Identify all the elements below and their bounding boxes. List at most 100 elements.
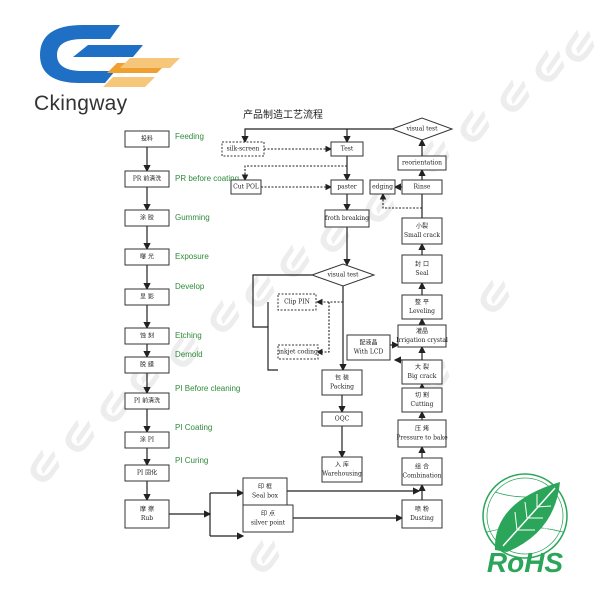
froth-breaking-step-label: froth breaking <box>325 215 369 222</box>
connector-line <box>252 274 312 328</box>
cut-pol-step: Cut POL <box>230 179 262 195</box>
visual-test-middle-label: visual test <box>326 272 359 279</box>
left-step-8-english: PI Before cleaning <box>175 384 240 393</box>
left-step-4-frame <box>124 248 170 266</box>
visual-test-top-shape <box>390 117 454 141</box>
right-step-3-label: Pressure to bake <box>396 435 448 442</box>
edging-step-label: edging <box>372 184 393 191</box>
left-step-6-label: 蚀 刻 <box>140 332 154 340</box>
ckingway-logo-icon <box>40 25 180 87</box>
right-step-4-frame <box>401 387 443 413</box>
right-step-7-label: Leveling <box>409 308 435 315</box>
connector-line <box>267 302 278 371</box>
inkjet-coding-step-frame <box>277 344 319 360</box>
packing-step-label: 包 装 <box>335 374 349 382</box>
left-step-2-frame <box>124 170 170 188</box>
left-step-7-frame <box>124 356 170 374</box>
left-step-8: PI 前清洗 <box>124 392 170 410</box>
left-step-1-label: 投料 <box>141 135 153 143</box>
left-step-4-label: 曝 光 <box>140 253 154 261</box>
diagram-title: 产品制造工艺流程 <box>243 110 323 121</box>
warehousing-step-frame <box>321 456 363 483</box>
right-step-8-frame <box>401 254 443 284</box>
visual-test-top: visual test <box>390 117 454 141</box>
watermark-logo-icon <box>500 79 530 112</box>
packing-step-label: Packing <box>330 384 354 391</box>
froth-breaking-step: froth breaking <box>324 209 370 228</box>
left-step-9: 涂 PI <box>124 431 170 449</box>
right-step-6-label: Irrigation crystal <box>396 337 448 344</box>
left-step-10-frame <box>124 464 170 482</box>
right-step-4-label: Cutting <box>411 401 434 408</box>
left-step-10-label: PI 固化 <box>137 469 157 477</box>
right-step-3-frame <box>397 419 447 448</box>
inkjet-dashed-link <box>315 301 343 356</box>
right-step-4: 切 割 Cutting <box>401 387 443 413</box>
right-step-8-label: 封 口 <box>415 260 429 268</box>
left-step-10-english: PI Curing <box>175 456 208 465</box>
watermark-logo-icon <box>365 189 395 222</box>
left-step-3-frame <box>124 209 170 227</box>
clip-pin-step-frame <box>277 293 317 311</box>
right-step-2-frame <box>401 457 443 486</box>
connector-line <box>241 128 392 144</box>
left-step-6: 蚀 刻 <box>124 327 170 345</box>
left-step-2: PR 前清洗 <box>124 170 170 188</box>
left-step-1-english: Feeding <box>175 132 204 141</box>
test-step-label: Test <box>341 146 354 153</box>
paster-step-label: paster <box>337 184 356 191</box>
left-step-4: 曝 光 <box>124 248 170 266</box>
watermark-logo-icon <box>250 539 280 572</box>
visual-test-middle: visual test <box>310 263 376 287</box>
left-step-7-label: 脱 膜 <box>140 361 154 369</box>
rub-step-frame <box>124 499 170 529</box>
visual-test-top-label: visual test <box>405 126 438 133</box>
right-step-5-label: Big crack <box>408 373 437 380</box>
left-step-1-frame <box>124 130 170 148</box>
silver-point-step-frame <box>242 504 294 533</box>
reorientation-step-label: reorientation <box>402 160 442 167</box>
visual-test-middle-shape <box>310 263 376 287</box>
left-step-7-english: Demold <box>175 350 203 359</box>
watermark-logo-icon <box>280 244 310 277</box>
left-step-7: 脱 膜 <box>124 356 170 374</box>
clip-pin-step-label: Clip PIN <box>284 299 310 306</box>
oqc-step-label: OQC <box>335 416 350 423</box>
watermark-logo-icon <box>30 449 60 482</box>
left-step-5-frame <box>124 288 170 306</box>
paster-step: paster <box>330 179 364 195</box>
right-step-1-label: Dusting <box>410 515 434 522</box>
cut-pol-step-frame <box>230 179 262 195</box>
right-step-2-label: Combination <box>403 473 442 480</box>
brand-name: Ckingway <box>34 92 128 115</box>
watermark-logo-icon <box>170 334 200 367</box>
rohs-label: RoHS <box>487 547 564 578</box>
right-step-6-label: 灌晶 <box>416 327 428 335</box>
watermark-logo-icon <box>535 49 565 82</box>
left-step-2-english: PR before coating <box>175 174 239 183</box>
left-step-10: PI 固化 <box>124 464 170 482</box>
inkjet-coding-step-label: inkjet coding <box>278 349 318 356</box>
right-step-6-frame <box>397 324 447 348</box>
left-step-3-english: Gumming <box>175 213 210 222</box>
seal-box-step-label: Seal box <box>252 493 279 500</box>
seal-box-step-frame <box>242 477 288 506</box>
left-step-5-label: 显 影 <box>140 293 154 301</box>
silver-point-step-label: 印 点 <box>261 510 275 518</box>
paster-step-frame <box>330 179 364 195</box>
right-step-9-frame <box>401 217 443 245</box>
rinse-step: Rinse <box>401 179 443 195</box>
inkjet-coding-step: inkjet coding <box>277 344 319 360</box>
right-step-5-frame <box>401 359 443 385</box>
left-step-9-label: 涂 PI <box>140 436 155 444</box>
right-step-5-label: 大 裂 <box>415 363 429 371</box>
cut-pol-step-label: Cut POL <box>233 184 259 191</box>
right-step-4-label: 切 割 <box>415 391 429 399</box>
left-step-3: 涂 胶 <box>124 209 170 227</box>
